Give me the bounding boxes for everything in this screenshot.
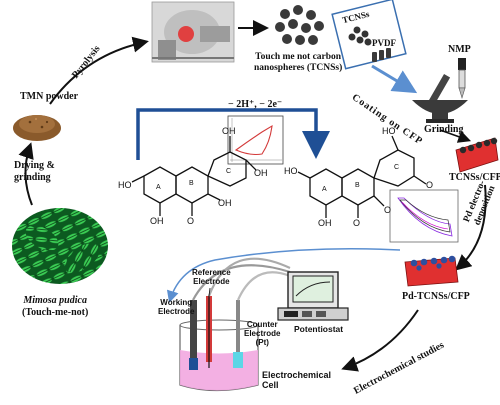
- cell-label-line2: Cell: [262, 380, 279, 390]
- arrow-plant-to-powder: [18, 142, 34, 206]
- mimosa-plant-image: [12, 208, 108, 284]
- nmp-label: NMP: [448, 44, 471, 55]
- reference-electrode-label: Reference Electrode: [192, 268, 231, 286]
- mol1-oh-top-label: OH: [222, 126, 236, 136]
- tcns-label-line2: nanospheres (TCNSs): [254, 63, 343, 73]
- mol1-ring-c: C: [226, 168, 232, 175]
- oxidation-cv-inset: [227, 115, 284, 165]
- molecule-product: [297, 135, 427, 218]
- mol2-o-c-label: O: [426, 180, 434, 190]
- oxidation-label: − 2H⁺, − 2e⁻: [228, 99, 283, 110]
- counter-electrode-label: Counter Electrode (Pt): [244, 320, 280, 347]
- tmn-powder-image: [13, 115, 61, 141]
- drying-grinding-label: Drying & grinding: [14, 160, 55, 184]
- mol2-ring-c: C: [394, 164, 400, 171]
- pd-tcns-cfp-electrode-image: [404, 255, 459, 287]
- mortar-pestle-image: [412, 74, 468, 123]
- counter-label-line2: Electrode: [244, 329, 281, 338]
- electrochemical-cell-image: [179, 257, 291, 392]
- mol1-ring-a: A: [156, 184, 161, 191]
- arrow-pd-to-studies: [341, 309, 419, 372]
- tcns-label-line1: Touch me not carbon: [255, 52, 342, 62]
- pd-tcns-cfp-label: Pd-TCNSs/CFP: [402, 291, 470, 302]
- mol2-o-bottom-label: O: [353, 218, 361, 228]
- reference-label-line1: Reference: [192, 268, 231, 277]
- mol2-ho-top-label: HO: [382, 126, 396, 136]
- tcns-label: Touch me not carbon nanospheres (TCNSs): [254, 52, 342, 74]
- oxidation-arrow: [136, 108, 330, 160]
- mol1-ring-b: B: [189, 180, 194, 187]
- mimosa-label: Mimosa pudica (Touch-me-not): [22, 295, 88, 319]
- electrochemical-cell-label: Electrochemical Cell: [262, 370, 331, 390]
- mol1-o-label: O: [187, 216, 195, 226]
- mol1-oh-c-label: OH: [254, 168, 268, 178]
- working-electrode-label: Working Electrode: [158, 298, 194, 316]
- counter-label-line1: Counter: [246, 320, 278, 329]
- grinding-mortar-label: Grinding: [424, 124, 464, 135]
- mol1-oh-right-label: OH: [218, 198, 232, 208]
- pd-deposition-cv-image: [389, 189, 459, 243]
- tcns-pvdf-box: [331, 0, 407, 70]
- working-label-line1: Working: [160, 298, 193, 307]
- potentiostat-image: [277, 271, 349, 321]
- cell-label-line1: Electrochemical: [262, 370, 332, 380]
- mol2-o-right-label: O: [384, 205, 392, 215]
- mol2-ring-a: A: [322, 186, 327, 193]
- pyrolysis-furnace-image: [151, 1, 235, 63]
- drying-label: Drying &: [14, 160, 55, 171]
- arrow-powder-to-furnace: [49, 36, 149, 105]
- tmn-powder-label: TMN powder: [20, 91, 79, 102]
- reference-label-line2: Electrode: [193, 277, 230, 286]
- nmp-dropper-image: [458, 58, 466, 100]
- working-label-line2: Electrode: [158, 307, 195, 316]
- mimosa-common-label: (Touch-me-not): [22, 307, 89, 318]
- mol2-ring-b: B: [355, 182, 360, 189]
- mol2-ho-label: HO: [284, 166, 298, 176]
- arrow-mortar-to-cfp: [439, 129, 472, 143]
- tcns-cfp-label: TCNSs/CFP: [449, 172, 500, 183]
- counter-label-line3: (Pt): [255, 338, 269, 347]
- mol1-ho-label: HO: [118, 180, 132, 190]
- arrow-box-to-mortar: [371, 64, 418, 94]
- mimosa-species-label: Mimosa pudica: [23, 295, 87, 306]
- leader-reference: [208, 287, 211, 297]
- arrow-cfp-to-pd: [454, 184, 487, 271]
- box-pvdf-label: PVDF: [372, 38, 396, 48]
- mol1-oh-bottom-label: OH: [150, 216, 164, 226]
- tcns-cfp-electrode-image: [455, 137, 499, 173]
- mol2-oh-bottom-label: OH: [318, 218, 332, 228]
- potentiostat-label: Potentiostat: [294, 324, 344, 334]
- grinding-label: grinding: [14, 172, 51, 183]
- carbon-nanospheres-image: [275, 5, 324, 45]
- molecule-reactant: [131, 136, 257, 216]
- arrow-pd-to-cell: [166, 248, 401, 303]
